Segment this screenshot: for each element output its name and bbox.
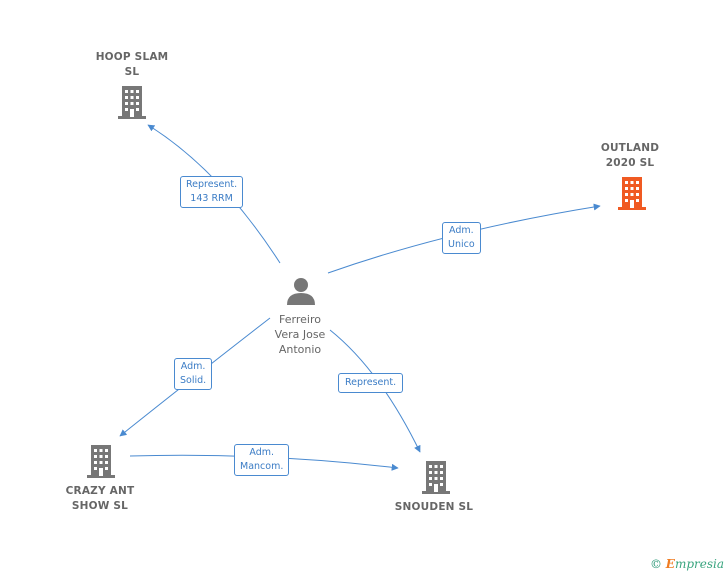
node-person-label[interactable]: Ferreiro Vera Jose Antonio (274, 313, 326, 356)
edge-label-adm-unico[interactable]: Adm. Unico (442, 222, 481, 254)
building-icon[interactable] (118, 86, 146, 119)
edge-label-adm-solid[interactable]: Adm. Solid. (174, 358, 213, 390)
person-icon[interactable] (287, 278, 315, 305)
edge-label-adm-mancom[interactable]: Adm. Mancom. (234, 444, 290, 476)
building-icon[interactable] (87, 445, 115, 478)
edge-label-represent-143-rrm[interactable]: Represent. 143 RRM (180, 176, 244, 208)
copyright-icon: © (649, 557, 662, 571)
building-icon[interactable] (422, 461, 450, 494)
brand-initial: E (665, 557, 675, 571)
building-icon[interactable] (618, 177, 646, 210)
node-snouden-label[interactable]: SNOUDEN SL (394, 501, 474, 513)
node-crazy-ant-label[interactable]: CRAZY ANT SHOW SL (65, 485, 135, 512)
node-outland-label[interactable]: OUTLAND 2020 SL (600, 142, 660, 169)
edge-label-represent[interactable]: Represent. (338, 373, 404, 393)
node-hoop-slam-label[interactable]: HOOP SLAM SL (95, 51, 169, 78)
footer-brand: © Empresia (650, 557, 724, 571)
brand-name: mpresia (674, 557, 724, 571)
